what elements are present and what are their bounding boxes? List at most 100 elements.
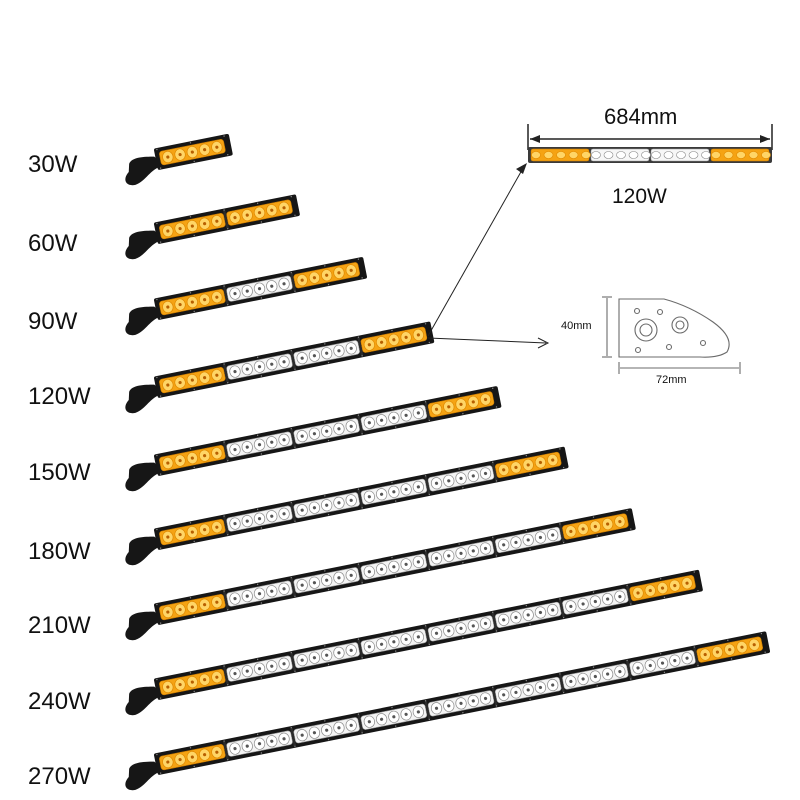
housing-rivet <box>159 697 162 699</box>
housing-rivet <box>227 460 229 462</box>
light-bar-270w-body <box>125 631 770 791</box>
housing-rivet <box>391 706 393 709</box>
led-chip <box>233 746 237 751</box>
housing-rivet <box>395 650 397 652</box>
led-chip <box>337 576 341 580</box>
module-divider <box>424 551 431 570</box>
led-chip <box>459 626 463 630</box>
led-chip <box>178 532 182 537</box>
housing-rivet <box>391 329 393 332</box>
housing-rivet <box>357 563 360 565</box>
led-chip <box>233 521 237 526</box>
led-chip <box>380 567 384 571</box>
housing-rivet <box>159 241 162 243</box>
led-chip <box>471 400 475 404</box>
led-chip <box>483 471 488 476</box>
housing-rivet <box>193 690 195 693</box>
led-chip <box>203 222 207 226</box>
led-chip <box>685 581 689 585</box>
housing-rivet <box>260 453 263 455</box>
housing-rivet <box>290 576 292 579</box>
housing-rivet <box>193 388 195 391</box>
wattage-label: 60W <box>28 230 78 257</box>
module-divider <box>290 727 297 747</box>
led-chip <box>569 529 573 534</box>
led-chip <box>282 662 286 666</box>
module-divider <box>222 666 229 685</box>
housing-rivet <box>294 520 296 522</box>
housing-rivet <box>697 589 699 592</box>
led-chip <box>459 476 463 480</box>
housing-rivet <box>227 534 229 536</box>
housing-rivet <box>596 610 598 612</box>
housing-rivet <box>156 376 158 379</box>
led-chip <box>447 479 451 483</box>
bracket-hole-large <box>634 318 658 342</box>
housing-rivet <box>189 522 192 524</box>
led-chip <box>233 596 237 601</box>
housing-rivet <box>659 578 662 580</box>
led-reflector <box>701 151 711 159</box>
led-chip <box>581 527 585 531</box>
led-chip <box>203 148 207 152</box>
led-chip <box>178 682 182 687</box>
led-chip <box>349 268 353 272</box>
led-chip <box>337 726 341 730</box>
led-reflector <box>568 151 579 159</box>
housing-rivet <box>189 216 192 218</box>
wattage-label: 150W <box>28 459 91 486</box>
housing-rivet <box>424 401 427 403</box>
module-divider <box>357 337 364 356</box>
mounting-bracket <box>125 686 165 716</box>
led-chip <box>618 520 622 524</box>
housing-rivet <box>760 632 763 635</box>
led-chip <box>471 624 475 628</box>
module-divider <box>558 599 565 618</box>
housing-rivet <box>256 733 259 736</box>
led-chip <box>282 206 286 210</box>
led-chip <box>233 447 237 452</box>
housing-rivet <box>492 686 494 689</box>
housing-rivet <box>357 713 360 715</box>
module-divider <box>626 660 632 679</box>
led-chip <box>526 463 530 467</box>
housing-rivet <box>458 618 460 620</box>
led-chip <box>538 460 543 465</box>
led-chip <box>270 514 274 518</box>
module-divider <box>222 516 229 535</box>
led-chip <box>233 215 237 220</box>
led-chip <box>190 224 194 228</box>
module-divider <box>357 639 364 658</box>
housing-rivet <box>730 658 733 660</box>
led-chip <box>166 155 170 159</box>
housing-rivet <box>189 370 192 372</box>
housing-rivet <box>159 547 162 549</box>
mounting-bracket <box>125 462 165 492</box>
housing-rivet <box>159 473 162 475</box>
housing-rivet <box>357 258 360 260</box>
led-chip <box>337 651 341 655</box>
housing-rivet <box>727 639 729 642</box>
led-chip <box>300 278 304 282</box>
housing-rivet <box>294 745 296 747</box>
led-chip <box>257 592 262 596</box>
housing-rivet <box>562 541 565 544</box>
led-reflector <box>711 151 721 159</box>
led-chip <box>178 152 182 157</box>
led-chip <box>483 397 488 402</box>
led-chip <box>337 501 341 505</box>
led-chip <box>215 295 219 299</box>
bracket-width-label: 72mm <box>656 374 687 386</box>
housing-rivet <box>663 596 666 599</box>
led-chip <box>190 530 194 534</box>
led-reflector <box>723 151 734 159</box>
led-chip <box>190 378 194 382</box>
led-chip <box>434 631 439 635</box>
module-divider <box>357 714 364 733</box>
housing-rivet <box>562 616 565 619</box>
housing-rivet <box>227 154 229 156</box>
light-bar-60w-body <box>125 194 300 260</box>
led-chip <box>673 584 677 588</box>
module-divider <box>558 524 565 543</box>
module-divider <box>290 652 297 672</box>
